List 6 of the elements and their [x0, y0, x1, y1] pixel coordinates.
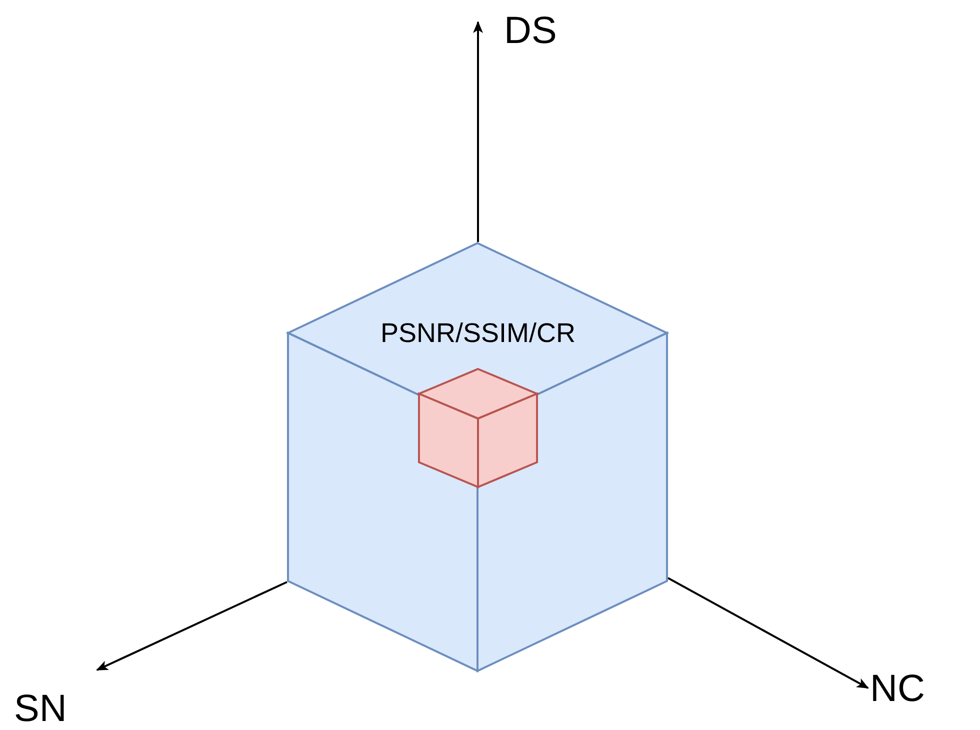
- cube-shape: [418, 368, 538, 488]
- axis-label: DS: [504, 12, 557, 50]
- metric-label: PSNR/SSIM/CR: [380, 320, 576, 347]
- axis-label: NC: [870, 670, 925, 708]
- axis-label: SN: [14, 690, 67, 728]
- cube-shape: [287, 242, 668, 672]
